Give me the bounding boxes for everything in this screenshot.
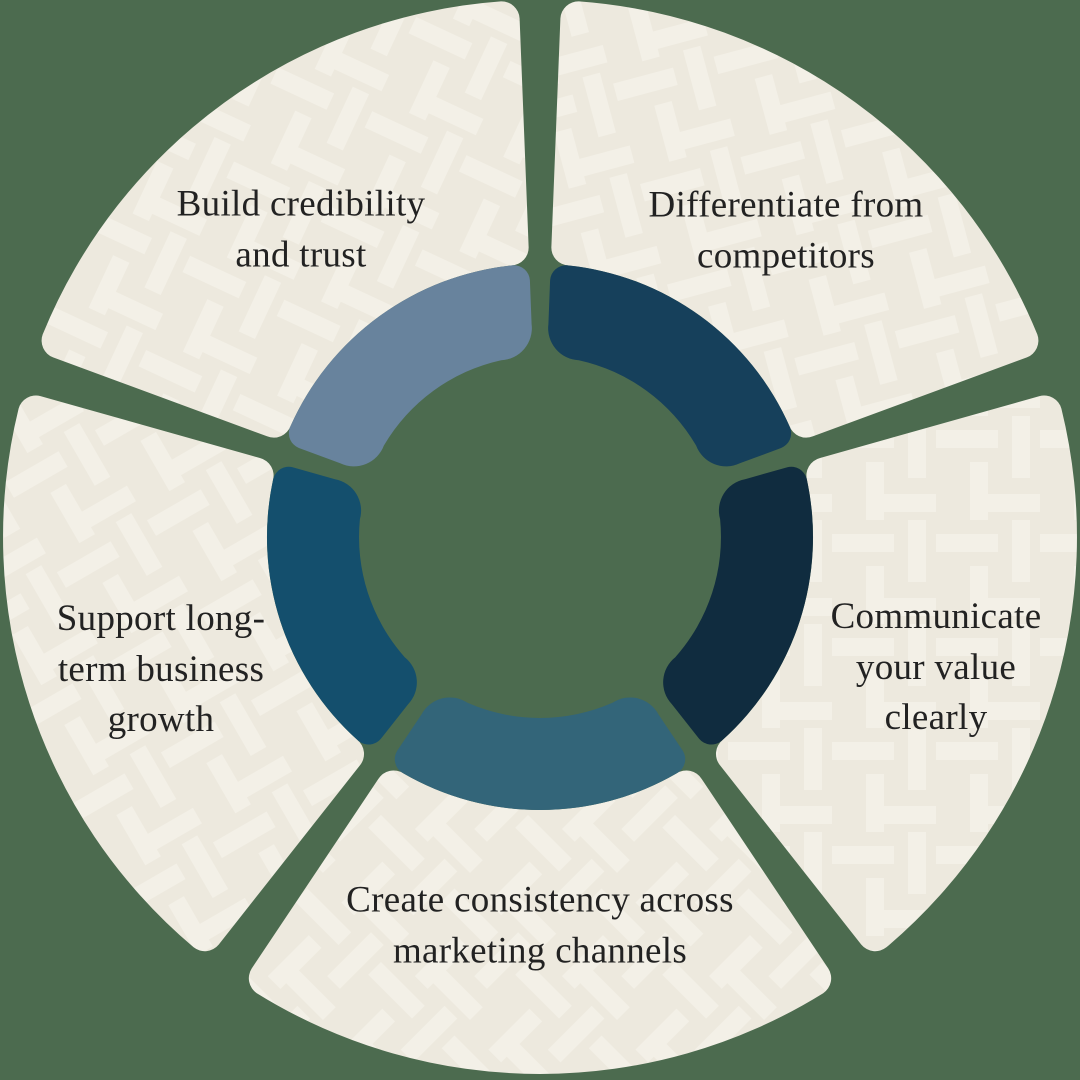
segment-label-build-credibility: Build credibility and trust xyxy=(176,183,426,275)
ring-segment-build xyxy=(288,265,532,467)
segment-label-communicate-value: Communicate your value clearly xyxy=(830,595,1042,739)
ring-segment-support xyxy=(267,466,417,745)
segment-label-business-growth: Support long- term business growth xyxy=(56,597,266,741)
sector-support xyxy=(3,395,365,952)
sector-build xyxy=(41,1,529,438)
sector-differentiate xyxy=(551,1,1039,438)
ring-segment-create xyxy=(394,697,686,811)
ring-segment-differentiate xyxy=(548,265,792,467)
sector-communicate xyxy=(715,395,1077,952)
segment-label-consistency: Create consistency across marketing chan… xyxy=(346,879,734,971)
ring-segment-communicate xyxy=(663,466,813,745)
sector-create xyxy=(248,770,832,1074)
segment-label-differentiate: Differentiate from competitors xyxy=(648,184,924,276)
